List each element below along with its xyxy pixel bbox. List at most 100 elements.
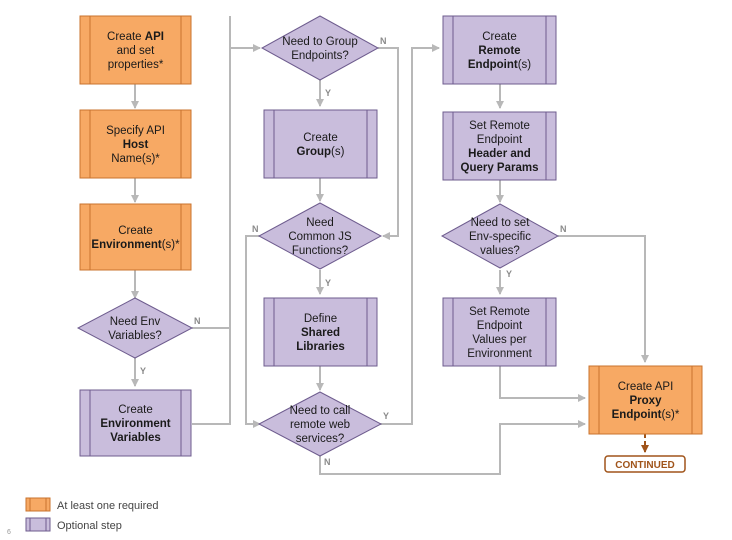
legend: At least one required Optional step <box>25 497 159 532</box>
node-text-run: Endpoints? <box>291 50 349 62</box>
connectors <box>131 16 649 475</box>
branch-label-remote-yes: Y <box>383 411 389 421</box>
branch-label-env-vars-no: N <box>194 316 201 326</box>
legend-item-optional: Optional step <box>25 517 122 532</box>
node-text-run: API <box>145 31 164 43</box>
branch-label-group-no: N <box>380 36 387 46</box>
node-text-run: Create <box>482 31 517 43</box>
connector-need-env-vars-no <box>192 44 261 329</box>
node-text-run: Functions? <box>292 245 348 257</box>
node-text-run: Create <box>118 404 153 416</box>
node-text-run: Variables? <box>108 330 162 342</box>
branch-label-js-yes: Y <box>325 278 331 288</box>
node-text-run: Header and <box>468 148 531 160</box>
continued-label: CONTINUED <box>615 460 674 471</box>
node-text-run: Create <box>303 132 338 144</box>
legend-item-required: At least one required <box>25 497 159 512</box>
node-text-run: Need <box>306 217 334 229</box>
connector-need-remote-yes <box>378 44 440 425</box>
branch-label-js-no: N <box>252 224 259 234</box>
node-text-run: Endpoint <box>468 59 518 71</box>
node-text-run: Set Remote <box>469 120 530 132</box>
corner-mark: 6 <box>7 529 11 536</box>
connector-need-env-values-no <box>558 235 649 363</box>
branch-label-group-yes: Y <box>325 88 331 98</box>
node-text-run: Variables <box>110 432 161 444</box>
connector-values-to-proxy <box>499 366 586 402</box>
node-text-run: Shared <box>301 327 340 339</box>
node-text-run: Endpoint <box>477 320 523 332</box>
node-text-run: properties* <box>108 59 164 71</box>
node-text-run: Environment <box>467 348 532 360</box>
node-text-run: (s)* <box>162 239 180 251</box>
node-text-run: values? <box>480 245 520 257</box>
node-text-run: Define <box>304 313 337 325</box>
legend-optional-label: Optional step <box>57 520 122 532</box>
node-text-run: Env-specific <box>469 231 531 243</box>
connector-need-remote-no <box>319 420 586 475</box>
connector-need-js-no <box>245 235 262 428</box>
node-text-run: Create <box>118 225 153 237</box>
node-text-run: Need Env <box>110 316 161 328</box>
continued-badge: CONTINUED <box>604 455 686 473</box>
node-text-run: Proxy <box>630 395 663 407</box>
node-text-run: Environment <box>100 418 170 430</box>
node-text-run: Specify API <box>106 125 165 137</box>
node-text-run: (s) <box>331 146 345 158</box>
node-text-run: Common JS <box>288 231 352 243</box>
connector-need-group-no <box>378 47 399 240</box>
node-text-run: Host <box>123 139 149 151</box>
node-text-run: Create <box>107 31 145 43</box>
node-text-run: (s) <box>518 59 532 71</box>
node-text-run: Create API <box>618 381 674 393</box>
node-text-run: remote web <box>290 419 350 431</box>
node-text-run: Remote <box>478 45 520 57</box>
node-text-run: Endpoint <box>477 134 523 146</box>
node-text-run: Query Params <box>461 162 539 174</box>
node-text-run: Need to Group <box>282 36 357 48</box>
branch-label-env-values-no: N <box>560 224 567 234</box>
branch-label-remote-no: N <box>324 457 331 467</box>
node-text-run: Environment <box>91 239 161 251</box>
legend-required-label: At least one required <box>57 500 159 512</box>
branch-label-env-values-yes: Y <box>506 269 512 279</box>
node-text-run: (s)* <box>661 409 679 421</box>
node-text-run: Name(s)* <box>111 153 160 165</box>
node-text-run: Libraries <box>296 341 345 353</box>
node-text-run: Group <box>297 146 332 158</box>
node-text-run: services? <box>296 433 345 445</box>
node-text-run: Endpoint <box>612 409 662 421</box>
node-text-run: Values per <box>472 334 526 346</box>
branch-label-env-vars-yes: Y <box>140 366 146 376</box>
connector-env-vars-to-need-remote <box>192 16 231 425</box>
node-text-run: Need to set <box>471 217 531 229</box>
